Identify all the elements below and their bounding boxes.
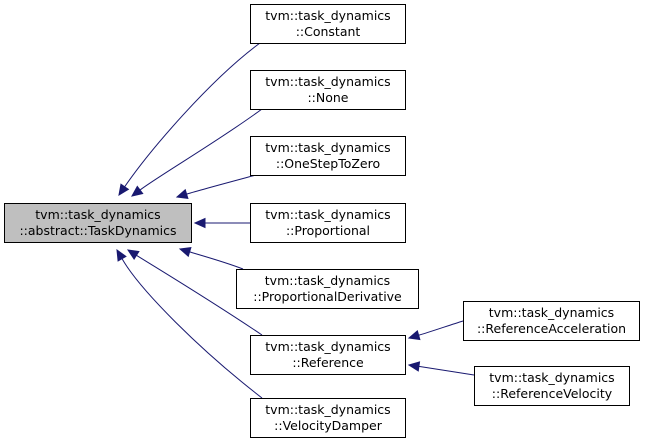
arrowhead-icon [175,188,189,199]
edge-line [139,108,263,191]
class-name-label: ::OneStepToZero [276,156,380,171]
edge-line [418,320,464,336]
class-node-box [463,301,640,341]
class-name-label: ::VelocityDamper [274,418,383,433]
arrowhead-icon [407,361,421,372]
class-namespace-label: tvm::task_dynamics [35,207,160,222]
class-node-box [250,203,406,243]
class-namespace-label: tvm::task_dynamics [265,402,390,417]
inheritance-edge-veldamper-to-base [116,248,263,399]
class-node-box [250,398,406,438]
class-node-box [250,136,406,176]
class-name-label: ::Constant [296,24,361,39]
arrowhead-icon [116,248,127,262]
inheritance-edge-refaccel-to-reference [407,320,464,341]
inheritance-edge-constant-to-base [118,42,261,197]
edge-line [418,365,475,376]
class-node-veldamper[interactable]: tvm::task_dynamics::VelocityDamper [250,398,406,438]
edge-line [189,251,244,270]
class-node-refaccel[interactable]: tvm::task_dynamics::ReferenceAcceleratio… [463,301,640,341]
arrowhead-icon [118,183,130,197]
inheritance-edge-reference-to-base [126,249,263,336]
inheritance-edge-none-to-base [131,108,263,197]
arrowhead-icon [407,330,421,341]
class-node-box [250,70,406,110]
inheritance-edge-propderiv-to-base [178,246,244,270]
class-node-propderiv[interactable]: tvm::task_dynamics::ProportionalDerivati… [236,269,419,309]
class-name-label: ::Reference [292,355,364,370]
class-node-box [236,269,419,309]
class-name-label: ::None [307,90,348,105]
class-node-box [250,335,406,375]
class-name-label: ::Proportional [286,223,370,238]
class-node-onestep[interactable]: tvm::task_dynamics::OneStepToZero [250,136,406,176]
class-node-reference[interactable]: tvm::task_dynamics::Reference [250,335,406,375]
class-node-box [474,366,630,406]
class-namespace-label: tvm::task_dynamics [265,207,390,222]
inheritance-edge-refvel-to-reference [407,361,475,376]
class-name-label: ::ReferenceAcceleration [477,321,626,336]
class-name-label: ::abstract::TaskDynamics [19,223,176,238]
class-namespace-label: tvm::task_dynamics [489,305,614,320]
arrowhead-icon [126,249,140,261]
class-namespace-label: tvm::task_dynamics [265,339,390,354]
edge-line [186,174,257,195]
class-namespace-label: tvm::task_dynamics [265,74,390,89]
class-node-box [250,4,406,44]
edge-line [136,254,263,336]
inheritance-edge-onestep-to-base [175,174,257,199]
class-node-none[interactable]: tvm::task_dynamics::None [250,70,406,110]
arrowhead-icon [193,217,206,229]
class-name-label: ::ProportionalDerivative [253,289,402,304]
class-namespace-label: tvm::task_dynamics [265,273,390,288]
class-namespace-label: tvm::task_dynamics [489,370,614,385]
class-name-label: ::ReferenceVelocity [492,386,613,401]
class-node-base[interactable]: tvm::task_dynamics::abstract::TaskDynami… [4,203,192,243]
class-namespace-label: tvm::task_dynamics [265,8,390,23]
class-node-box [4,203,192,243]
inheritance-edge-proportional-to-base [193,217,251,229]
class-node-constant[interactable]: tvm::task_dynamics::Constant [250,4,406,44]
edge-line [121,258,263,399]
class-namespace-label: tvm::task_dynamics [265,140,390,155]
class-node-proportional[interactable]: tvm::task_dynamics::Proportional [250,203,406,243]
class-node-refvel[interactable]: tvm::task_dynamics::ReferenceVelocity [474,366,630,406]
arrowhead-icon [131,185,144,197]
edge-line [124,42,261,188]
arrowhead-icon [178,246,192,258]
